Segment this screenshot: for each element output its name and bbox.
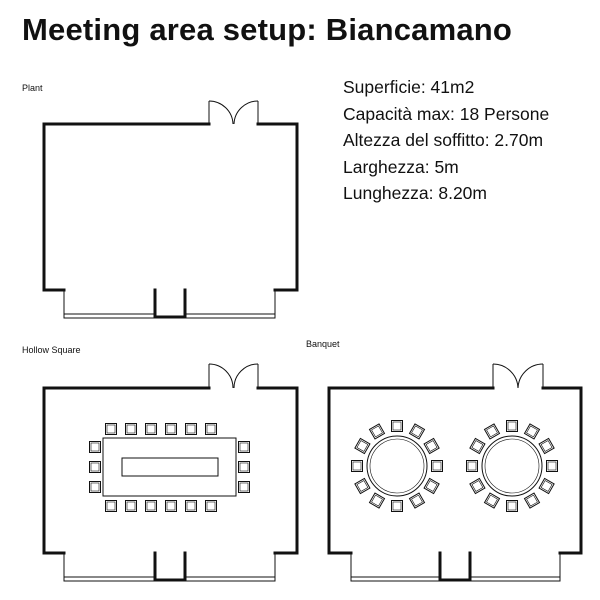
window	[63, 313, 156, 319]
plan-wall	[153, 551, 187, 582]
plan-wall	[153, 288, 187, 319]
chair	[431, 460, 443, 472]
chair	[466, 460, 478, 472]
window	[469, 576, 561, 582]
spec-length: Lunghezza: 8.20m	[343, 183, 487, 203]
chair	[469, 437, 486, 455]
plan-wall	[256, 386, 299, 555]
plan-wall	[541, 386, 583, 555]
floor-plan-hollow-square	[42, 363, 299, 582]
chair	[538, 477, 555, 495]
window	[63, 576, 156, 582]
chair	[354, 437, 371, 455]
chair	[368, 492, 386, 509]
spec-width: Larghezza: 5m	[343, 156, 459, 177]
chair	[483, 492, 501, 509]
plan-wall	[438, 551, 472, 582]
chair	[423, 477, 440, 495]
floor-plan-banquet	[327, 363, 583, 582]
chair	[538, 437, 555, 455]
chair	[351, 460, 363, 472]
chair	[408, 423, 426, 440]
door-swing	[208, 363, 259, 389]
chair	[391, 500, 403, 512]
plan-label-plant: Plant	[22, 83, 43, 93]
chair	[506, 420, 518, 432]
plan-wall	[42, 122, 211, 292]
chair	[423, 437, 440, 455]
chair	[368, 423, 386, 440]
chair	[469, 477, 486, 495]
chair	[523, 423, 541, 440]
plan-wall	[327, 386, 495, 555]
page-title: Meeting area setup: Biancamano	[22, 12, 513, 47]
room-specs: Superficie: 41m2 Capacità max: 18 Person…	[343, 74, 549, 207]
table-center-opening	[121, 457, 219, 477]
spec-ceiling-height: Altezza del soffitto: 2.70m	[343, 130, 544, 150]
window	[184, 313, 276, 319]
plan-label-hollow-square: Hollow Square	[22, 345, 81, 355]
plan-wall	[256, 122, 299, 292]
window	[184, 576, 276, 582]
chair	[523, 492, 541, 509]
chair	[483, 423, 501, 440]
window	[350, 576, 441, 582]
spec-capacity: Capacità max: 18 Persone	[343, 103, 550, 124]
chair	[391, 420, 403, 432]
spec-area: Superficie: 41m2	[343, 77, 475, 97]
floor-plan-plant	[42, 100, 299, 319]
chair	[354, 477, 371, 495]
plan-wall	[42, 386, 211, 555]
chair	[408, 492, 426, 509]
round-table-right	[466, 420, 558, 512]
round-table-left	[351, 420, 443, 512]
door-swing	[208, 100, 259, 125]
door-swing	[492, 363, 544, 389]
chair	[506, 500, 518, 512]
plan-label-banquet: Banquet	[306, 339, 340, 349]
chair	[546, 460, 558, 472]
